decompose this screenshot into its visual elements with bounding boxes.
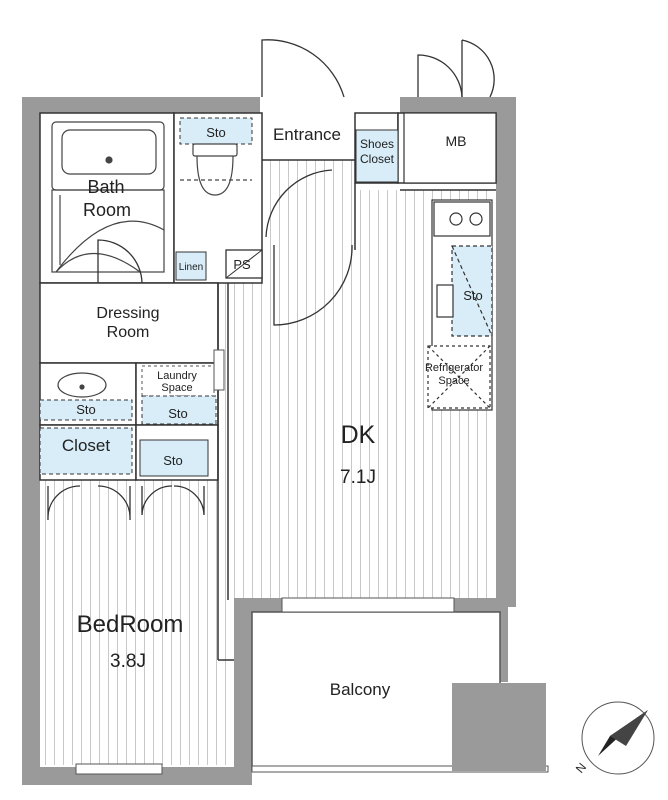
dressing-room-label-2: Room	[107, 324, 150, 341]
bedroom-floor	[40, 480, 234, 765]
sto-kitchen-label: Sto	[463, 288, 483, 303]
mb-box	[403, 112, 497, 184]
ps-label: PS	[233, 257, 251, 272]
shoes-closet-label-1: Shoes	[360, 137, 394, 151]
refrigerator-space-label-1: Refrigerator	[425, 362, 483, 374]
exterior-walls	[22, 97, 516, 785]
dressing-room-label-1: Dressing	[96, 305, 159, 322]
entrance-label: Entrance	[273, 125, 341, 144]
closet-box	[39, 427, 133, 475]
sto-closet-side-box	[139, 439, 209, 477]
kitchen-counter	[427, 199, 493, 411]
laundry-space-box	[141, 365, 215, 397]
balcony-area	[251, 611, 549, 773]
sto-toilet-label: Sto	[206, 125, 226, 140]
bath-room-label-2: Room	[83, 200, 131, 220]
toilet	[180, 143, 252, 196]
sto-laundry-label: Sto	[168, 406, 188, 421]
sto-sink-label: Sto	[76, 402, 96, 417]
laundry-space-label-1: Laundry	[157, 370, 197, 382]
mb-label: MB	[446, 133, 467, 149]
bath-room-label-1: Bath	[87, 177, 124, 197]
dk-floor-entry	[265, 160, 355, 192]
sto-toilet-box	[179, 117, 253, 145]
sto-laundry-box	[141, 395, 217, 425]
sto-closet-side-label: Sto	[163, 453, 183, 468]
compass-north-label: N	[573, 760, 589, 776]
linen-box	[175, 251, 207, 281]
shoes-closet-box	[355, 129, 399, 183]
bathtub	[51, 121, 165, 273]
windows	[75, 349, 455, 775]
refrigerator-space-label-2: Space	[438, 375, 469, 387]
bedroom-size-label: 3.8J	[110, 651, 146, 672]
dk-size-label: 7.1J	[340, 467, 376, 488]
washbasin	[57, 372, 107, 398]
compass	[581, 701, 655, 775]
linen-label: Linen	[179, 262, 203, 273]
partition-lines	[217, 159, 496, 661]
closet-label: Closet	[62, 436, 110, 455]
ps-diagonal	[225, 249, 263, 279]
laundry-space-label-2: Space	[161, 382, 192, 394]
doors	[47, 39, 495, 521]
shoes-closet-label-2: Closet	[360, 152, 395, 166]
balcony-pillar	[452, 683, 546, 771]
balcony-label: Balcony	[330, 680, 391, 699]
sto-sink-box	[39, 399, 133, 421]
bedroom-label: BedRoom	[77, 611, 184, 638]
dk-label: DK	[341, 421, 376, 449]
